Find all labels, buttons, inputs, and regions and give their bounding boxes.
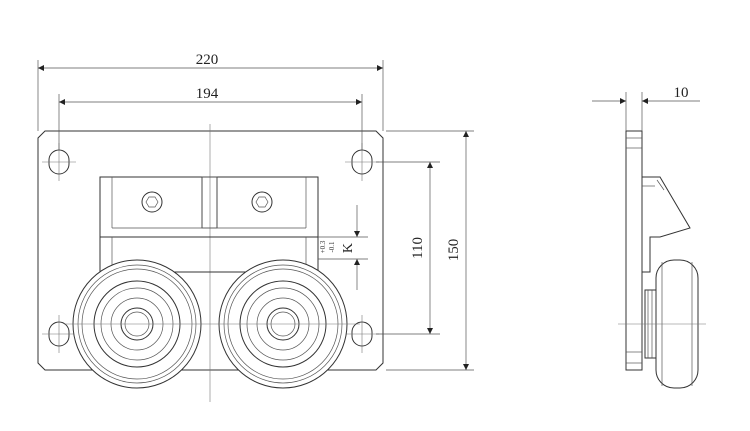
mounting-bracket: [99, 176, 319, 238]
dimension-150-text: 150: [446, 239, 462, 262]
dimension-k-tol-upper: +0.3: [319, 240, 327, 253]
dimension-k-text: K: [341, 243, 356, 253]
dimension-220: 220: [37, 52, 384, 131]
base-plate-outline: [37, 130, 384, 371]
dimension-k-tol-lower: -0.1: [328, 241, 336, 253]
dimension-10: 10: [592, 85, 700, 131]
side-bracket: [642, 176, 691, 273]
dimension-10-text: 10: [674, 85, 689, 101]
side-view: [618, 130, 706, 389]
bolt-right: [251, 191, 273, 213]
dimension-194: 194: [58, 86, 363, 150]
dimension-k: K +0.3 -0.1: [318, 205, 368, 290]
dimension-220-text: 220: [196, 52, 219, 68]
slot-hole-bottom-right: [345, 315, 379, 353]
dimension-110: 110: [376, 161, 440, 335]
dimension-150: 150: [386, 130, 474, 371]
bolt-left: [141, 191, 163, 213]
front-view: [37, 124, 384, 402]
dimension-110-text: 110: [410, 237, 426, 259]
dimension-194-text: 194: [196, 86, 219, 102]
slot-hole-bottom-left: [42, 315, 76, 353]
side-plate: [625, 130, 643, 371]
